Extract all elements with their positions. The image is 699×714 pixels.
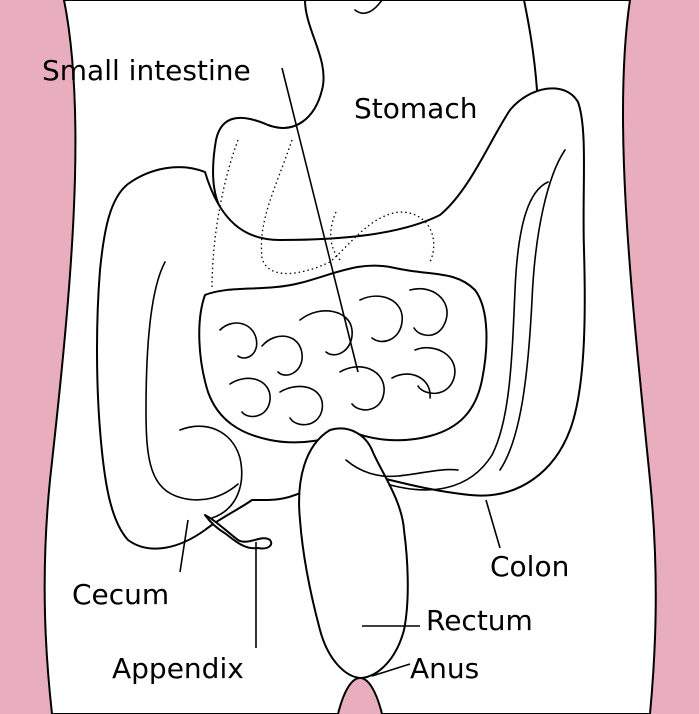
cecum-lower [179, 425, 243, 519]
rectum-fold [345, 459, 459, 478]
label-stomach: Stomach [354, 92, 477, 125]
leader-cecum [179, 519, 189, 573]
stomach-top-curve [354, 0, 383, 15]
label-rectum: Rectum [426, 604, 533, 637]
intestine-coil-4 [229, 377, 324, 426]
intestine-coil-3 [409, 287, 456, 395]
label-colon: Colon [490, 550, 569, 583]
appendix-organ [204, 514, 273, 550]
label-cecum: Cecum [72, 578, 169, 611]
leader-anus [371, 663, 411, 677]
ascending-colon-inner [145, 261, 239, 501]
intestine-coil-1 [219, 322, 303, 376]
intestine-coil-2 [299, 295, 403, 356]
label-appendix: Appendix [112, 652, 244, 685]
rectum-organ [298, 427, 409, 679]
descending-colon-inner-2 [499, 149, 566, 471]
leader-small-intestine [281, 67, 359, 373]
leader-colon [485, 499, 501, 549]
label-small-intestine: Small intestine [42, 54, 251, 87]
label-anus: Anus [410, 652, 479, 685]
small-intestine-organ [198, 264, 488, 444]
